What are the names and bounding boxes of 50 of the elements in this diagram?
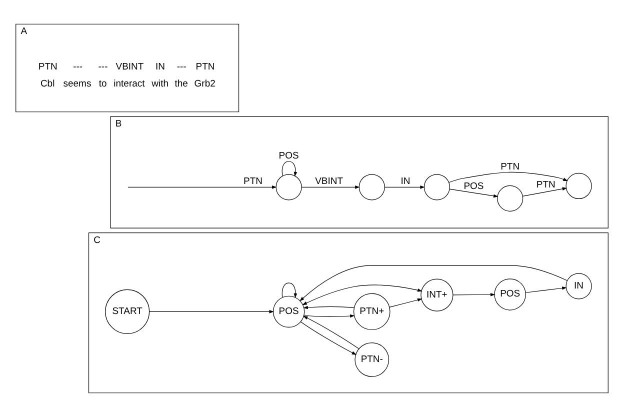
- label: to: [98, 78, 107, 89]
- edge-label: IN: [400, 176, 410, 187]
- label: PTN: [38, 61, 58, 72]
- arrow: [128, 185, 277, 188]
- node-circle: [497, 184, 524, 211]
- arrow: [300, 321, 357, 354]
- arrow: [525, 286, 567, 292]
- node-circle: PTN+: [354, 292, 390, 330]
- arrow: [282, 160, 298, 176]
- arrow: [452, 292, 496, 296]
- edge-label: POS: [278, 150, 299, 161]
- arrow: [149, 310, 274, 313]
- node-circle: [276, 174, 302, 200]
- edge-label: PTN: [536, 179, 556, 190]
- arrow: [389, 298, 422, 308]
- label: with: [152, 78, 168, 89]
- edge-label: POS: [464, 180, 484, 192]
- label: ---: [176, 61, 186, 72]
- node-circle: POS: [494, 278, 526, 310]
- label: PTN: [196, 61, 215, 72]
- label: ---: [73, 61, 83, 72]
- node-circle: [358, 174, 385, 200]
- arrow: [303, 315, 360, 349]
- arrow: [303, 305, 354, 309]
- arrow: [522, 186, 568, 196]
- node-circle: IN: [566, 272, 592, 299]
- arrow: [304, 314, 355, 318]
- label: ---: [98, 61, 108, 72]
- label: the: [174, 78, 188, 89]
- node-circle: [566, 172, 592, 199]
- label: Grb2: [194, 78, 216, 89]
- arrow: [448, 171, 568, 182]
- arrow: [384, 185, 425, 188]
- node-circle: START: [105, 288, 150, 334]
- edge-label: VBINT: [315, 176, 343, 187]
- arrow: [301, 185, 360, 188]
- label: seems: [63, 78, 92, 89]
- label: IN: [155, 61, 165, 72]
- arrow: [300, 264, 568, 301]
- node-circle: [424, 174, 450, 200]
- label: interact: [114, 78, 145, 89]
- node-circle: INT+: [420, 278, 454, 311]
- node-circle: PTN-: [354, 342, 390, 376]
- edge-label: PTN: [500, 160, 520, 172]
- arrow: [449, 188, 498, 198]
- edge-label: PTN: [244, 176, 262, 187]
- label: Cbl: [40, 78, 55, 89]
- label: VBINT: [116, 61, 144, 72]
- arrow: [302, 284, 422, 305]
- arrow: [282, 282, 298, 298]
